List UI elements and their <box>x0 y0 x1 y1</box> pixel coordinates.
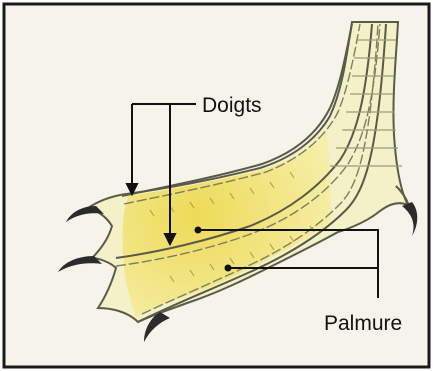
palmure-dot-1 <box>195 227 202 234</box>
palmure-dot-2 <box>225 265 232 272</box>
palmure-label: Palmure <box>324 312 402 335</box>
doigts-label: Doigts <box>202 94 262 117</box>
